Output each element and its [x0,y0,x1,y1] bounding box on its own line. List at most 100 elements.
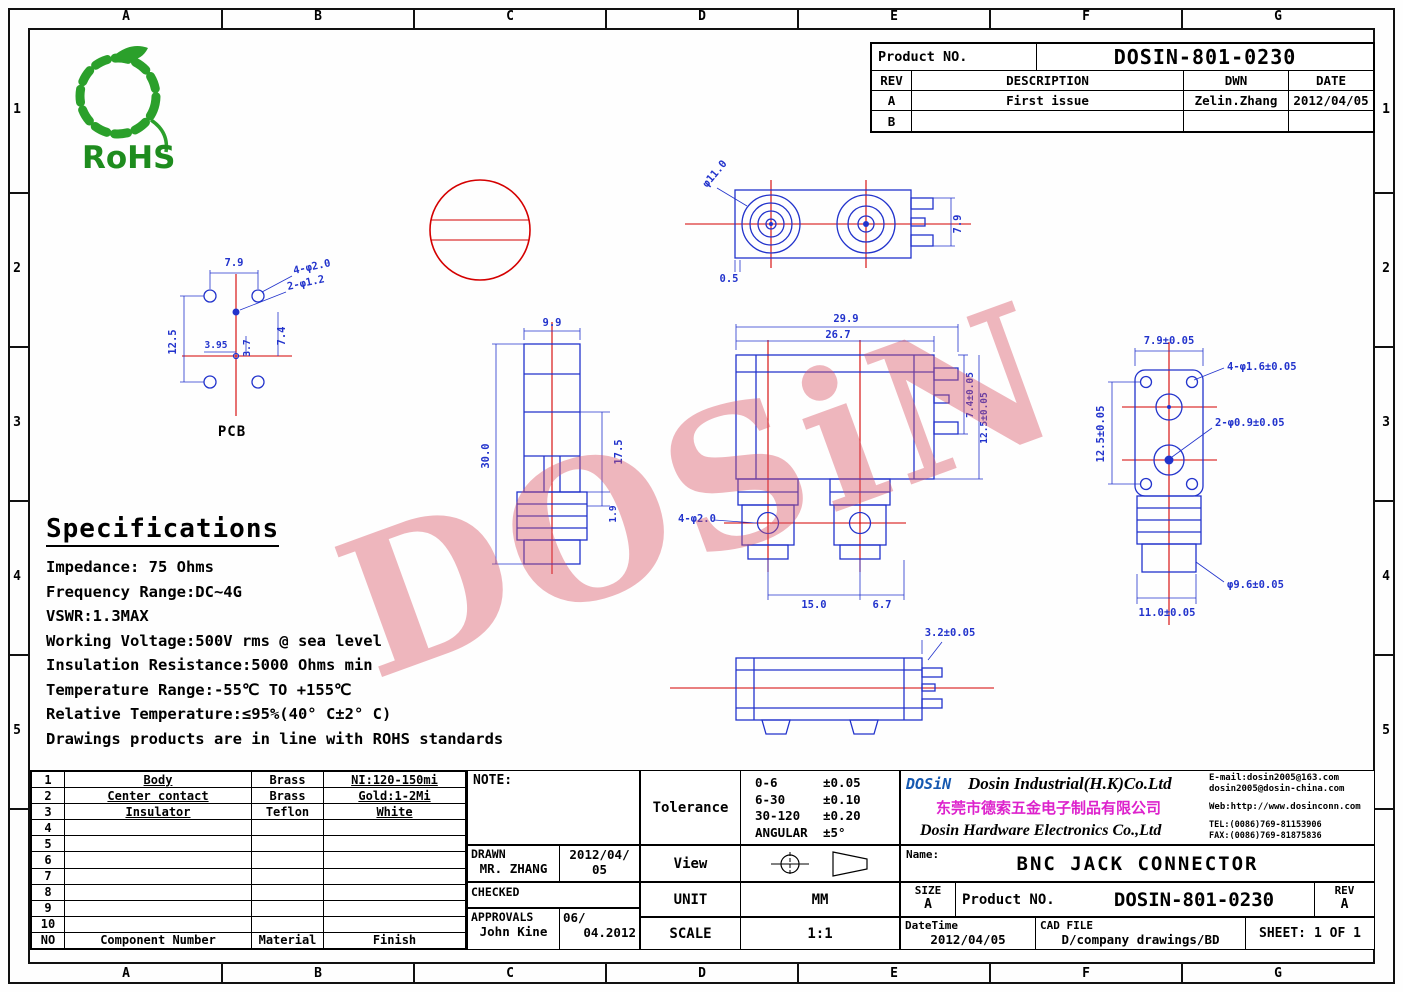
bom-row-8: 8 [32,883,465,900]
scale-block: SCALE 1:1 [640,917,900,950]
side-dim-lines [492,328,610,565]
dwn-header: DWN [1184,71,1289,90]
company-name-cn: 东莞市德索五金电子制品有限公司 [936,799,1162,817]
frame-tick [8,346,28,348]
cad-file-cell: CAD FILE D/company drawings/BD [1036,918,1246,949]
frame-col-label: E [890,9,898,24]
checked-label: CHECKED [471,885,520,899]
tolerance-value: ±0.05 [823,774,861,790]
bom-component [65,916,252,932]
dim-front-body: 26.7 [825,329,850,341]
dim-right-center: 2-φ0.9±0.05 [1215,417,1285,429]
bom-no: 10 [32,916,65,932]
revision-row-b: B [872,111,1373,131]
bom-component [65,868,252,884]
bom-finish [324,836,465,851]
bom-row-6: 6 [32,851,465,868]
frame-row-label: 3 [13,415,21,430]
spec-temperature: Temperature Range:-55℃ TO +155℃ [46,680,352,699]
product-row: SIZE A Product NO. DOSIN-801-0230 REV A [900,882,1375,917]
company-email2: dosin2005@dosin-china.com [1209,784,1345,794]
dim-side-small: 1.9 [608,505,619,522]
bom-component: Center contact [65,788,252,804]
dim-right-holes: 4-φ1.6±0.05 [1227,361,1297,373]
dim-front-holes: 4-φ2.0 [678,513,716,525]
datetime-cell: DateTime 2012/04/05 [901,918,1036,949]
unit-block: UNIT MM [640,882,900,917]
frame-tick [1181,964,1183,984]
frame-inner-border [28,28,1375,964]
part-name: BNC JACK CONNECTOR [1016,852,1259,875]
bom-component [65,900,252,916]
frame-col-label: G [1274,966,1282,981]
frame-tick [413,964,415,984]
right-pin-lower [1164,455,1174,465]
bom-material [252,852,324,868]
approvals-label: APPROVALS [471,910,534,924]
bom-row-5: 5 [32,835,465,852]
bom-finish [324,869,465,884]
bom-row-2: 2 Center contact Brass Gold:1-2Mi [32,787,465,804]
bom-material: Brass [252,772,324,788]
bom-no: 7 [32,868,65,884]
frame-col-label: D [698,9,706,24]
bom-header-row: NO Component Number Material Finish [32,931,465,949]
approvals-date2: 04.2012 [583,925,636,940]
frame-tick [1375,500,1395,502]
frame-row-label: 2 [13,261,21,276]
tolerance-range: 0-6 [755,774,778,790]
bom-header-no: NO [32,932,65,949]
tolerance-value: ±5° [823,825,846,841]
rev-a-dwn: Zelin.Zhang [1184,91,1289,110]
connector-front-view: 29.9 26.7 7.4±0.05 12.5±0.05 4-φ2.0 15.0… [678,313,990,611]
frame-tick [989,964,991,984]
revision-header-row: REV DESCRIPTION DWN DATE [872,71,1373,91]
cad-file-label: CAD FILE [1040,919,1093,932]
frame-col-label: A [122,9,130,24]
dim-right-width: 7.9±0.05 [1144,335,1195,347]
frame-col-label: B [314,9,322,24]
size-cell: SIZE A [901,883,956,916]
dim-front-h: 12.5±0.05 [979,392,990,444]
tolerance-row: 30-120 ±0.20 [741,808,899,823]
scale-label: SCALE [641,918,741,949]
pcb-centerlines [182,274,292,416]
bom-no: 8 [32,884,65,900]
projection-symbol-icon [771,850,868,877]
dim-front-pin: 7.4±0.05 [965,372,976,418]
bom-table: 1 Body Brass NI:120-150mi 2 Center conta… [30,770,467,950]
rev-a-description: First issue [912,91,1184,110]
frame-row-label: 3 [1382,415,1390,430]
approvals-date: 06/ [563,910,586,925]
pcb-dim-lines [180,270,293,383]
rev-b-description [912,111,1184,131]
right-pin-upper [1167,405,1171,409]
bom-finish: NI:120-150mi [351,772,438,787]
rohs-label: RoHS [82,140,175,176]
frame-tick [605,964,607,984]
frame-tick [8,192,28,194]
bom-component: Body [65,772,252,788]
bom-header-material: Material [252,932,324,949]
size-label: SIZE [914,884,942,897]
side-outline [516,343,588,565]
right-dim-lines [1108,348,1225,604]
rev-b-dwn [1184,111,1289,131]
drawn-date2: 05 [591,862,608,877]
top-dim-lines [716,187,955,272]
size-value: A [924,897,932,912]
product-no-value-bottom: DOSIN-801-0230 [1113,888,1275,911]
dim-top-offset: 0.5 [720,273,739,285]
frame-col-label: B [314,966,322,981]
description-header: DESCRIPTION [912,71,1184,90]
dim-pcb-right: 7.4 [276,327,288,346]
bom-material [252,916,324,932]
bom-material [252,868,324,884]
bom-no: 2 [32,788,65,804]
unit-value: MM [811,891,829,908]
frame-col-label: F [1082,9,1090,24]
frame-col-label: C [506,9,514,24]
spec-impedance: Impedance: 75 Ohms [46,558,214,576]
bom-row-7: 7 [32,867,465,884]
frame-row-label: 4 [1382,569,1390,584]
